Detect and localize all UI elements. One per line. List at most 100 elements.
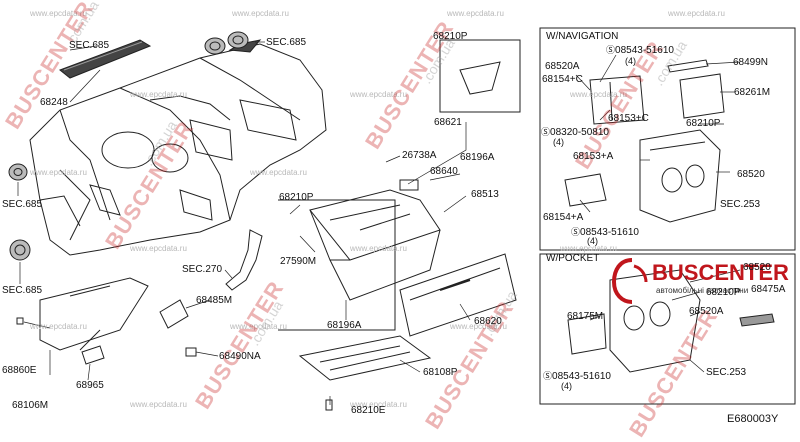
label-sec685-top-left: SEC.685 xyxy=(69,40,110,51)
pk-08543-text: 08543-51610 xyxy=(552,371,611,382)
label-68490na: 68490NA xyxy=(219,351,261,362)
label-nav-08543-top: Ⓢ08543-51610 xyxy=(606,45,674,56)
label-sec685-left-mid: SEC.685 xyxy=(2,199,43,210)
nav-side-part-68154a xyxy=(564,173,607,207)
label-68860e: 68860E xyxy=(2,365,37,376)
label-68210p-mid: 68210P xyxy=(279,192,314,203)
clip-68490na xyxy=(185,347,197,357)
label-nav-68154c: 68154+C xyxy=(542,74,583,85)
small-cover-68965 xyxy=(81,345,105,365)
label-pk-68520: 68520 xyxy=(743,262,771,273)
circle-s-icon: Ⓢ xyxy=(606,45,616,55)
side-vent-right xyxy=(9,239,31,261)
watermark-site-15: www.epcdata.ru xyxy=(450,322,507,331)
glove-box-assembly xyxy=(309,179,441,301)
diagram-code: E680003Y xyxy=(727,413,779,425)
pocket-box-frame xyxy=(539,253,796,405)
pocket-side-part-68175m xyxy=(567,313,607,355)
logo-name: BUSCENTER xyxy=(652,260,789,285)
nav-box-frame xyxy=(539,27,796,251)
label-nav-qty-bottom: (4) xyxy=(587,236,598,246)
lower-cover-68108p xyxy=(298,335,432,381)
label-68513: 68513 xyxy=(471,189,499,200)
dash-top-trim-strip xyxy=(59,39,152,79)
circle-s-icon: Ⓢ xyxy=(571,227,581,237)
label-68621: 68621 xyxy=(434,117,462,128)
pocket-rod-68475a xyxy=(739,313,775,327)
buscenter-logo: BUSCENTER автомобільні запчастини xyxy=(612,258,789,306)
label-nav-qty-top: (4) xyxy=(625,56,636,66)
label-sec685-top-right: SEC.685 xyxy=(266,37,307,48)
label-sec685-left-low: SEC.685 xyxy=(2,285,43,296)
watermark-site-8: www.epcdata.ru xyxy=(30,168,87,177)
label-68485m: 68485M xyxy=(196,295,233,306)
label-pk-68210p: 68210P xyxy=(706,287,741,298)
label-nav-68520a: 68520A xyxy=(545,61,580,72)
exploded-parts-diagram xyxy=(8,27,796,411)
instrument-panel xyxy=(29,39,327,256)
watermark-site-11: www.epcdata.ru xyxy=(350,244,407,253)
label-nav-08543-bottom: Ⓢ08543-51610 xyxy=(571,227,639,238)
watermark-site-14: www.epcdata.ru xyxy=(230,322,287,331)
nav-box-header: W/NAVIGATION xyxy=(546,31,619,42)
label-pk-08543: Ⓢ08543-51610 xyxy=(543,371,611,382)
label-sec270: SEC.270 xyxy=(182,264,223,275)
nav-08543-top-text: 08543-51610 xyxy=(615,45,674,56)
watermark-site-16: www.epcdata.ru xyxy=(130,400,187,409)
label-26738a: 26738A xyxy=(402,150,437,161)
label-pk-68175m: 68175M xyxy=(567,311,604,322)
watermark-site-12: www.epcdata.ru xyxy=(560,244,617,253)
nav-hood-68261m xyxy=(679,73,725,119)
label-27590m: 27590M xyxy=(280,256,317,267)
circle-s-icon: Ⓢ xyxy=(543,371,553,381)
label-nav-68154a: 68154+A xyxy=(543,212,584,223)
label-68196a-bottom: 68196A xyxy=(327,320,362,331)
glove-box-lid xyxy=(399,253,517,337)
watermark-site-10: www.epcdata.ru xyxy=(130,244,187,253)
label-nav-68499n: 68499N xyxy=(733,57,769,68)
screw-68210e xyxy=(325,399,333,411)
label-pk-qty: (4) xyxy=(561,381,572,391)
label-68106m: 68106M xyxy=(12,400,49,411)
glove-box-outline-box xyxy=(278,199,396,331)
label-68640: 68640 xyxy=(430,166,458,177)
watermark-site-13: www.epcdata.ru xyxy=(30,322,87,331)
label-pk-68520a: 68520A xyxy=(689,306,724,317)
center-vent-pair xyxy=(204,31,249,55)
nav-08320-text: 08320-50810 xyxy=(550,127,609,138)
bracket-68485m xyxy=(159,299,189,329)
logo-tagline: автомобільні запчастини xyxy=(656,286,749,295)
watermark-site-2: www.epcdata.ru xyxy=(232,9,289,18)
lower-left-panel xyxy=(39,277,149,351)
label-nav-sec253: SEC.253 xyxy=(720,199,761,210)
label-68210p-top: 68210P xyxy=(433,31,468,42)
label-nav-68153c: 68153+C xyxy=(608,113,649,124)
label-nav-68261m: 68261M xyxy=(734,87,771,98)
watermark-site-17: www.epcdata.ru xyxy=(350,400,407,409)
watermark-site-9: www.epcdata.ru xyxy=(250,168,307,177)
pocket-box-header: W/POCKET xyxy=(546,253,600,264)
side-vent-left xyxy=(8,163,28,181)
leader-lines xyxy=(17,41,741,405)
nav-08543-bottom-text: 08543-51610 xyxy=(580,227,639,238)
label-nav-68210p: 68210P xyxy=(686,118,721,129)
watermark-site-1: www.epcdata.ru xyxy=(30,9,87,18)
watermark-site-7: www.epcdata.ru xyxy=(570,90,627,99)
label-nav-68153a: 68153+A xyxy=(573,151,614,162)
nav-bracket xyxy=(589,75,645,125)
label-68210e: 68210E xyxy=(351,405,386,416)
label-nav-08320: Ⓢ08320-50810 xyxy=(541,127,609,138)
bracket-sec270 xyxy=(225,229,263,291)
bus-icon xyxy=(612,258,648,304)
watermark-site-3: www.epcdata.ru xyxy=(447,9,504,18)
label-nav-68520: 68520 xyxy=(737,169,765,180)
clip-68860e xyxy=(16,317,24,325)
label-68108p: 68108P xyxy=(423,367,458,378)
label-pk-68475a: 68475A xyxy=(751,284,786,295)
label-pk-sec253: SEC.253 xyxy=(706,367,747,378)
watermark-site-6: www.epcdata.ru xyxy=(350,90,407,99)
label-68248: 68248 xyxy=(40,97,68,108)
watermark-site-4: www.epcdata.ru xyxy=(668,9,725,18)
nav-center-console xyxy=(639,129,721,223)
circle-s-icon: Ⓢ xyxy=(541,127,551,137)
